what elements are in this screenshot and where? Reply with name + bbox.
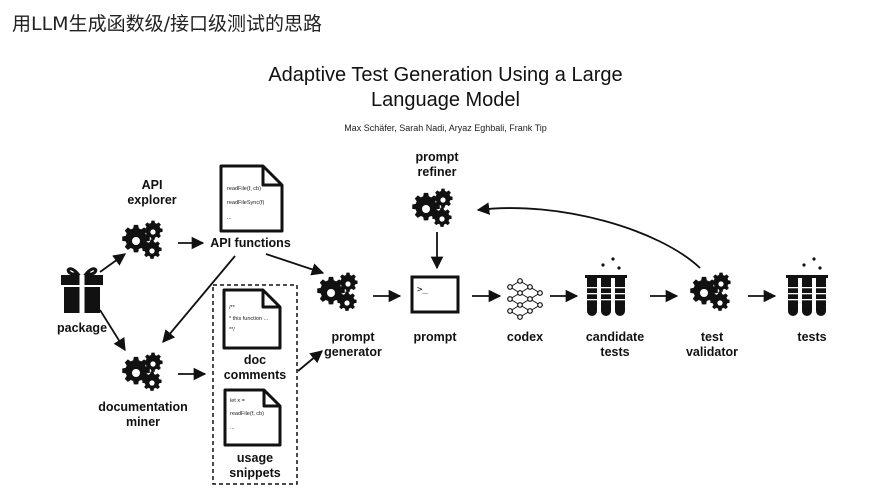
package-label: package (56, 321, 108, 335)
tests-tubes-icon (786, 257, 828, 316)
documentation-group-box (212, 284, 298, 485)
test-validator-label-line2: validator (685, 345, 739, 359)
prompt-refiner-label-line1: prompt (415, 150, 459, 164)
prompt-generator-label: prompt generator (313, 330, 393, 360)
prompt-generator-label-line1: prompt (331, 330, 375, 344)
terminal-icon: >_ (410, 275, 460, 314)
prompt-generator-gears-icon (317, 273, 357, 311)
snippet-line3: ... (230, 425, 235, 431)
test-validator-label: test validator (672, 330, 752, 360)
usage-snippets-label-line2: snippets (229, 466, 281, 480)
snippet-line2: readFile(f, cb) (230, 411, 264, 417)
codex-label: codex (506, 330, 544, 344)
api-explorer-label-line1: API (141, 178, 163, 192)
api-functions-label: API functions (210, 236, 291, 250)
candidate-tests-label: candidate tests (570, 330, 660, 360)
comment-line2: * this function ... (229, 316, 269, 322)
usage-snippets-document-icon: let x = readFile(f, cb) ... (223, 388, 282, 447)
api-explorer-label: API explorer (112, 178, 192, 208)
snippet-line1: let x = (230, 398, 245, 404)
tests-label: tests (797, 330, 827, 344)
prompt-refiner-label-line2: refiner (417, 165, 457, 179)
candidate-tests-tubes-icon (585, 257, 627, 316)
doc-comments-label-line2: comments (223, 368, 287, 382)
arrow-package-to-doc-miner (99, 309, 126, 352)
neural-network-icon (507, 278, 543, 320)
prompt-generator-label-line2: generator (324, 345, 382, 359)
doc-comments-label-line1: doc (243, 353, 267, 367)
candidate-tests-label-line2: tests (600, 345, 630, 359)
paper-title-line2: Language Model (370, 89, 520, 111)
flow-arrows (99, 202, 777, 381)
documentation-miner-label-line2: miner (125, 415, 161, 429)
usage-snippets-label-line1: usage (236, 451, 274, 465)
api-doc-line1: readFile(f, cb) (227, 186, 261, 192)
documentation-miner-label-line1: documentation (98, 400, 188, 414)
test-validator-label-line1: test (700, 330, 724, 344)
prompt-refiner-gears-icon (412, 189, 452, 227)
prompt-label: prompt (413, 330, 457, 344)
documentation-miner-gears-icon (122, 353, 162, 391)
api-document-icon: readFile(f, cb) readFileSync(f) ... (219, 164, 284, 233)
comment-line1: /** (229, 305, 236, 311)
arrow-box-to-generator (297, 350, 323, 372)
doc-comments-label: doc comments (215, 353, 295, 383)
documentation-miner-label: documentation miner (88, 400, 198, 430)
test-validator-gears-icon (690, 273, 730, 311)
gift-icon (61, 267, 103, 313)
paper-title-line1: Adaptive Test Generation Using a Large (268, 64, 623, 86)
api-explorer-gears-icon (122, 221, 162, 259)
api-explorer-label-line2: explorer (127, 193, 177, 207)
paper-authors: Max Schäfer, Sarah Nadi, Aryaz Eghbali, … (344, 123, 547, 133)
prompt-refiner-label: prompt refiner (397, 150, 477, 180)
paper-title: Adaptive Test Generation Using a Large L… (0, 63, 891, 113)
arrow-validator-to-refiner (476, 202, 701, 269)
slide-title: 用LLM生成函数级/接口级测试的思路 (12, 13, 322, 35)
terminal-prompt-text: >_ (417, 285, 428, 295)
api-doc-line3: ... (227, 215, 232, 221)
usage-snippets-label: usage snippets (215, 451, 295, 481)
doc-comments-document-icon: /** * this function ... **/ (222, 288, 282, 350)
arrow-package-to-api-explorer (99, 253, 127, 273)
candidate-tests-label-line1: candidate (585, 330, 645, 344)
comment-line3: **/ (229, 327, 235, 333)
arrow-api-functions-to-doc-miner (162, 255, 236, 343)
api-doc-line2: readFileSync(f) (227, 200, 264, 206)
arrow-api-functions-to-generator (265, 253, 325, 276)
